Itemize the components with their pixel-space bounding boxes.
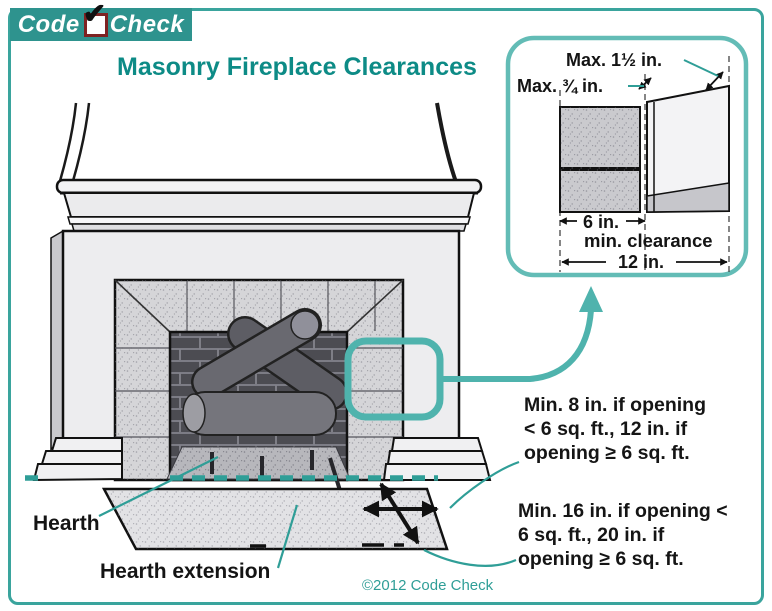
inset-total-dimension: 12 in. bbox=[561, 252, 728, 272]
copyright-text: ©2012 Code Check bbox=[362, 577, 494, 594]
svg-text:12 in.: 12 in. bbox=[618, 252, 664, 272]
annotation-line: Min. 8 in. if opening bbox=[524, 394, 706, 416]
extension-dimension-arrows bbox=[362, 482, 439, 545]
inset-masonry-blocks bbox=[559, 106, 641, 213]
annotation-extension-front: Min. 8 in. if opening < 6 sq. ft., 12 in… bbox=[524, 393, 706, 465]
annotation-line: < 6 sq. ft., 12 in. if bbox=[524, 418, 688, 440]
page-border-frame bbox=[8, 8, 764, 605]
hearth-extension-label: Hearth extension bbox=[100, 560, 270, 583]
hearth-extension-slab bbox=[101, 487, 449, 551]
annotation-line: Min. 16 in. if opening < bbox=[518, 500, 728, 522]
svg-text:6 in.: 6 in. bbox=[583, 212, 619, 232]
page-title: Masonry Fireplace Clearances bbox=[117, 53, 477, 81]
pillar-bases bbox=[32, 437, 492, 482]
firebox-interior bbox=[166, 308, 351, 521]
logo-word-code: Code bbox=[17, 10, 80, 38]
fire-logs bbox=[182, 308, 348, 436]
chimney bbox=[58, 102, 458, 183]
mantel bbox=[55, 178, 483, 232]
code-check-logo: Code ✔ Check bbox=[10, 0, 192, 41]
inset-wall bbox=[646, 84, 730, 214]
inset-max-top-label: Max. 1½ in. bbox=[566, 50, 662, 70]
svg-text:min. clearance: min. clearance bbox=[584, 230, 713, 251]
inset-max-left-label: Max. ¾ in. bbox=[517, 76, 603, 96]
checkmark-icon: ✔ bbox=[82, 0, 107, 29]
logo-word-check: Check bbox=[109, 10, 185, 38]
hearth-label: Hearth bbox=[33, 512, 100, 535]
callout-connector-arrow bbox=[440, 286, 603, 382]
inset-width-dimension: 6 in. min. clearance bbox=[559, 212, 713, 251]
annotation-line: 6 sq. ft., 20 in. if bbox=[518, 524, 665, 546]
annotation-extension-side: Min. 16 in. if opening < 6 sq. ft., 20 i… bbox=[518, 499, 728, 571]
annotation-line: opening ≥ 6 sq. ft. bbox=[524, 442, 690, 464]
annotation-leader-lines bbox=[423, 460, 520, 567]
annotation-line: opening ≥ 6 sq. ft. bbox=[518, 548, 684, 570]
checkbox-icon: ✔ bbox=[83, 0, 108, 37]
detail-inset: Max. 1½ in. Max. ¾ in. 6 in. min. cleara… bbox=[505, 35, 749, 278]
diagram-labels: Hearth Hearth extension bbox=[33, 456, 299, 583]
